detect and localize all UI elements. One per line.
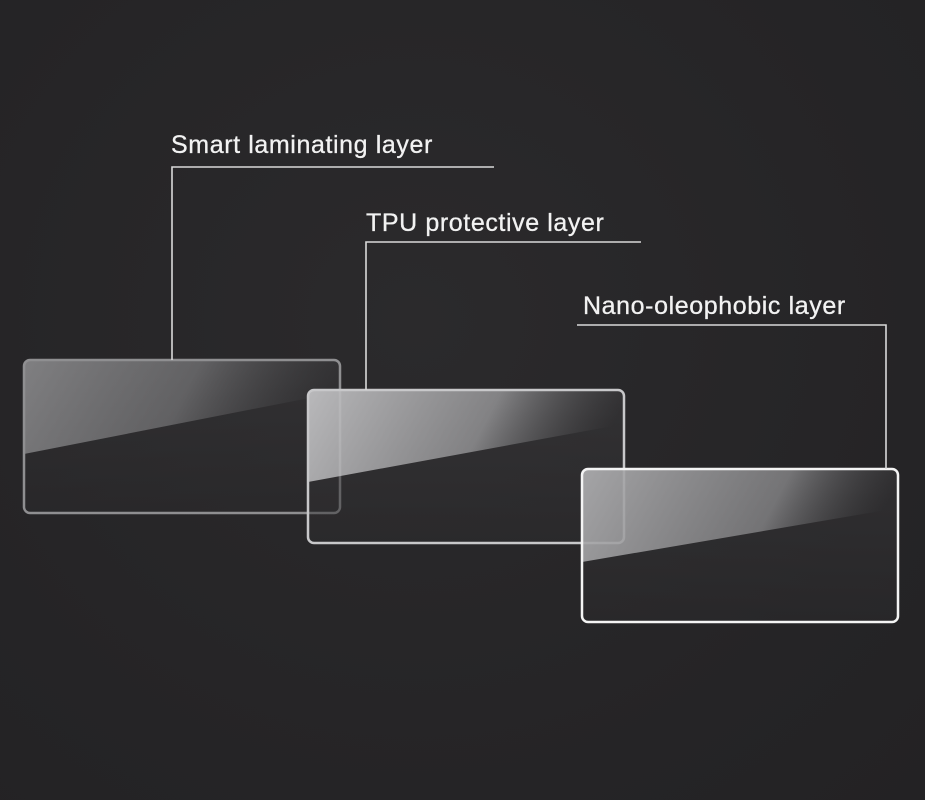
leader-line-nano-oleophobic [577, 324, 887, 469]
leader-line-smart-laminating [171, 166, 494, 360]
label-nano-oleophobic-layer: Nano-oleophobic layer [583, 292, 846, 320]
panel-nano-oleophobic [580, 467, 900, 624]
panel-smart-laminating [22, 358, 342, 515]
leader-line-tpu-protective [365, 241, 641, 390]
label-smart-laminating-layer: Smart laminating layer [171, 131, 433, 159]
label-tpu-protective-layer: TPU protective layer [366, 209, 605, 237]
panel-tpu-protective [306, 388, 626, 545]
leader-lines [171, 166, 887, 469]
